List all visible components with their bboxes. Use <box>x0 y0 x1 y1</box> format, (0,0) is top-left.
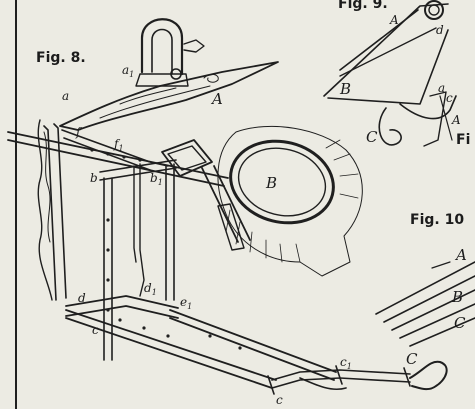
pivot-screw-icon <box>170 68 182 80</box>
fig9-label-A-small: A <box>451 113 461 127</box>
fig10-drawing <box>375 261 475 347</box>
label-b: b <box>90 171 98 185</box>
label-c1: c1 <box>340 355 352 371</box>
label-A: A <box>210 90 223 108</box>
label-B: B <box>265 174 277 192</box>
label-C: C <box>406 350 418 368</box>
fig9-round-knob-icon <box>424 0 444 20</box>
label-f: f <box>75 125 83 139</box>
label-f1: f1 <box>113 137 124 153</box>
fig9b-caption: Fi <box>456 132 470 148</box>
fig9-label-c: c <box>446 91 453 105</box>
label-b1: b1 <box>150 171 163 187</box>
fig9-caption: Fig. 9. <box>338 0 388 12</box>
mirror-arm <box>161 139 251 251</box>
rail-f1 <box>61 129 169 171</box>
fig9-label-C: C <box>366 128 378 146</box>
label-d1: d1 <box>144 281 157 297</box>
label-e1: e1 <box>180 295 192 311</box>
fig8-caption: Fig. 8. <box>36 50 86 66</box>
mirror-b <box>217 126 363 277</box>
fig9-label-d: d <box>436 23 444 37</box>
label-d: d <box>78 291 86 305</box>
fig10-label-A: A <box>454 246 467 264</box>
fig9-drawing <box>323 0 457 147</box>
fig10-label-C: C <box>454 314 466 332</box>
fig9-label-A: A <box>389 13 399 27</box>
label-a1: a1 <box>122 63 134 79</box>
fig10-caption: Fig. 10 <box>410 212 464 228</box>
blade-part-a <box>59 61 279 131</box>
horseshoe-clamp <box>135 18 205 87</box>
middle-frame <box>99 159 177 361</box>
fig9-label-a: a <box>438 81 445 95</box>
label-a: a <box>62 89 69 103</box>
label-c: c <box>92 323 99 337</box>
fig10-label-B: B <box>451 288 463 306</box>
label-c-lower: c <box>276 393 283 407</box>
fig9-label-B: B <box>339 80 351 98</box>
lower-base-frame <box>65 295 448 395</box>
